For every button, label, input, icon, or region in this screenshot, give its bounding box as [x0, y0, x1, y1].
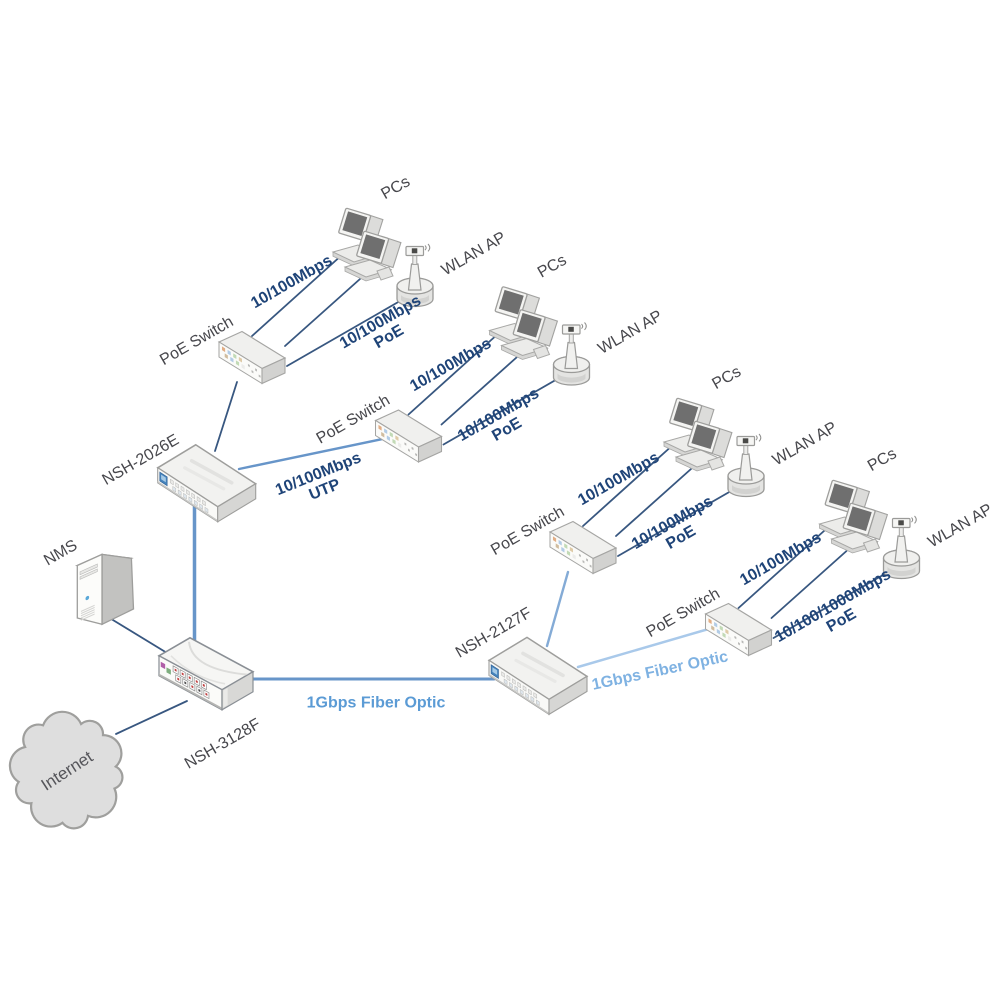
svg-text:1Gbps Fiber Optic: 1Gbps Fiber Optic — [307, 695, 446, 712]
